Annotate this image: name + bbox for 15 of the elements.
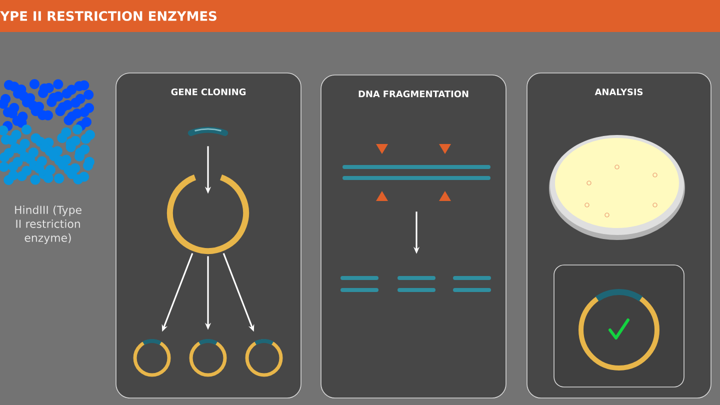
title-bar: YPE II RESTRICTION ENZYMES	[0, 0, 720, 32]
dna-fragment-drawing	[398, 276, 436, 292]
enzyme-label: HindIII (Type II restriction enzyme)	[15, 206, 82, 244]
panel: DNA FRAGMENTATION	[320, 74, 506, 398]
dna-fragment-drawing	[340, 276, 378, 292]
open-plasmid-drawing	[167, 174, 249, 254]
plasmid-drawing	[245, 339, 283, 377]
dna-fragment-drawing	[453, 276, 491, 292]
inset-box	[554, 264, 684, 388]
petri-dish-drawing	[549, 135, 685, 240]
gene-fragment-drawing	[188, 127, 228, 136]
dna-strand-drawing	[342, 165, 490, 180]
plasmid-drawing	[189, 339, 227, 377]
plasmid-drawing	[133, 339, 171, 377]
panel: GENE CLONING	[116, 72, 302, 398]
